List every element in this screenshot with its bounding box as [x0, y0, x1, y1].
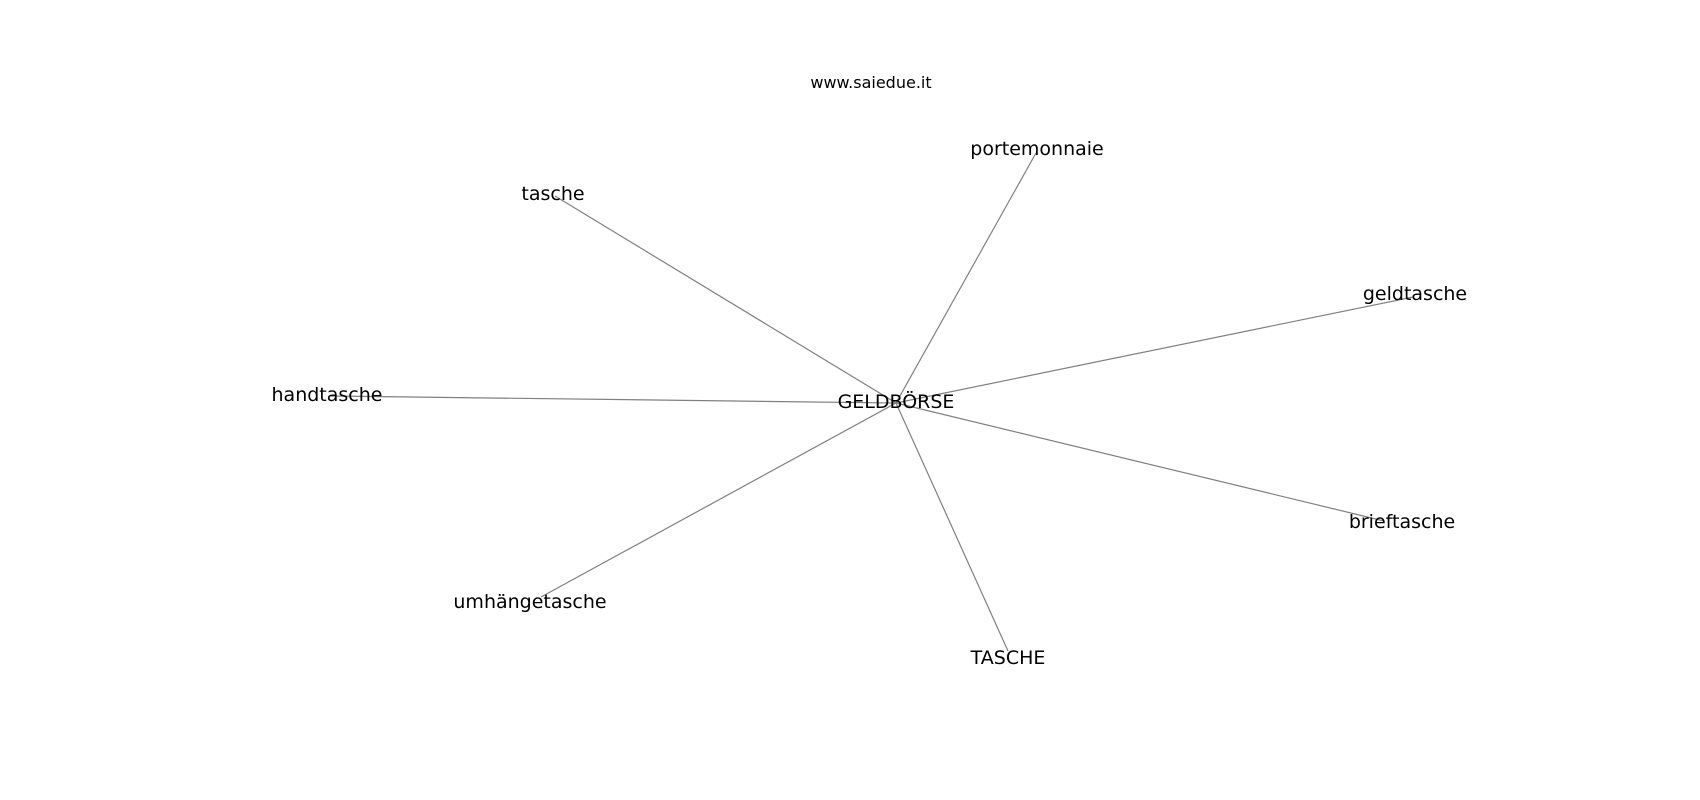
- edge-center-brieftasche: [895, 402, 1385, 522]
- node-label-tasche: tasche: [521, 183, 584, 205]
- edge-center-TASCHE: [895, 402, 1009, 652]
- labels-layer: GELDBÖRSE portemonnaie tasche geldtasche han…: [272, 138, 1468, 669]
- node-label-geldtasche: geldtasche: [1363, 283, 1467, 305]
- node-label-TASCHE: TASCHE: [970, 647, 1046, 669]
- edge-center-handtasche: [329, 395, 897, 404]
- edges-layer: [329, 152, 1414, 652]
- node-label-handtasche: handtasche: [272, 384, 383, 406]
- watermark-text: www.saiedue.it: [810, 73, 931, 92]
- edge-center-umhaengetasche: [540, 402, 897, 598]
- edge-center-portemonnaie: [895, 152, 1037, 404]
- node-label-brieftasche: brieftasche: [1349, 511, 1455, 533]
- edge-center-tasche: [554, 195, 897, 404]
- edge-center-geldtasche: [895, 296, 1414, 404]
- node-label-umhaengetasche: umhängetasche: [453, 591, 606, 613]
- node-label-portemonnaie: portemonnaie: [970, 138, 1103, 160]
- center-node-label: GELDBÖRSE: [838, 390, 955, 413]
